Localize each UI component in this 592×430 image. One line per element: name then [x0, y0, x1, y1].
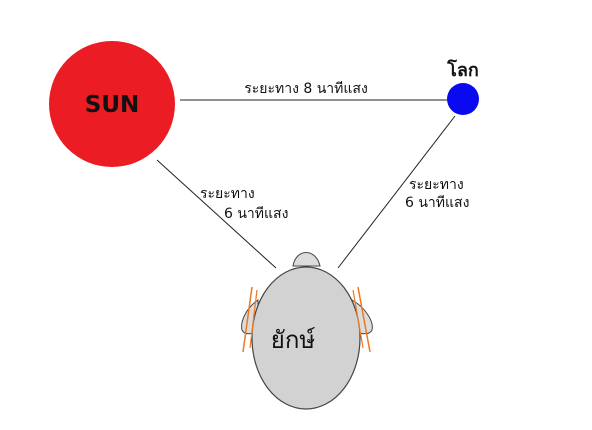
giant-label: ยักษ์ — [271, 326, 316, 354]
earth-circle — [447, 83, 479, 115]
giant-left-edge-outer — [242, 286, 253, 353]
earth-giant-line — [337, 115, 456, 269]
sun-giant-distance-line1: ระยะทาง — [200, 186, 255, 202]
sun-giant-distance-line2: 6 นาทีแสง — [224, 206, 288, 222]
sun-earth-distance-label: ระยะทาง 8 นาทีแสง — [244, 81, 368, 97]
earth-giant-distance-line1: ระยะทาง — [409, 177, 464, 193]
giant-right-edge-inner — [352, 289, 364, 349]
giant-figure: ยักษ์ — [241, 252, 373, 410]
giant-left-edge-inner — [249, 289, 258, 349]
earth-giant-distance-line2: 6 นาทีแสง — [405, 195, 469, 211]
earth-label: โลก — [446, 59, 479, 81]
sun-label: SUN — [85, 92, 140, 118]
giant-right-edge-outer — [357, 286, 371, 353]
sun-giant-line — [156, 159, 277, 269]
giant-head — [251, 266, 361, 410]
sun-circle — [49, 41, 175, 167]
giant-nose — [292, 252, 321, 267]
